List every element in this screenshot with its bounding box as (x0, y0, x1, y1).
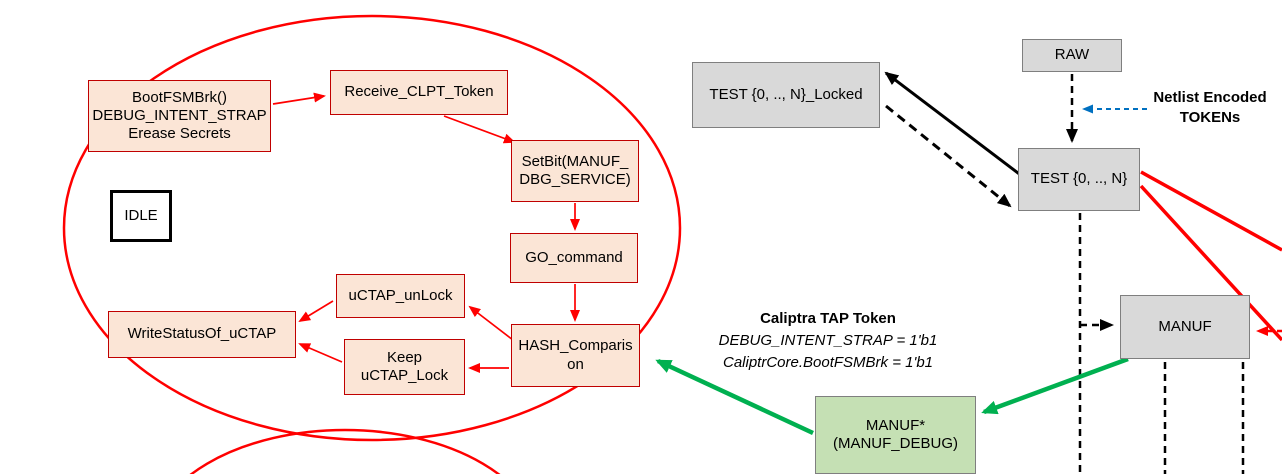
arrow-test-to-testlocked (884, 71, 1023, 178)
arrow-manuf-debug-to-hash (655, 358, 814, 436)
node-idle: IDLE (110, 190, 172, 242)
arrow-unlock-to-writestatus (298, 300, 334, 323)
node-keep-uctap-lock: Keep uCTAP_Lock (344, 339, 465, 395)
node-receive-clpt-token: Receive_CLPT_Token (330, 70, 508, 115)
arrow-keeplock-to-writestatus (298, 343, 343, 363)
arrow-hash-to-uctap-unlock (468, 305, 514, 341)
node-raw: RAW (1022, 39, 1122, 72)
node-uctap-unlock: uCTAP_unLock (336, 274, 465, 318)
node-bootfsmbrk: BootFSMBrk() DEBUG_INTENT_STRAP Erease S… (88, 80, 271, 152)
arrow-testlocked-to-test (885, 104, 1012, 208)
arrow-manuf-to-manuf-debug (981, 356, 1129, 415)
line-test-red-transition-1 (1140, 170, 1282, 252)
netlist-encoded-tokens-label: Netlist Encoded TOKENs (1153, 89, 1267, 127)
red-ellipse-main (62, 14, 682, 442)
node-go-command: GO_command (510, 233, 638, 283)
caliptra-tap-token-title: Caliptra TAP Token (760, 310, 896, 327)
node-setbit-manuf-dbg-service: SetBit(MANUF_ DBG_SERVICE) (511, 140, 639, 202)
node-manuf: MANUF (1120, 295, 1250, 359)
arrow-receive-to-setbit (443, 115, 516, 144)
caliptra-condition-bootfsmbrk: CaliptrCore.BootFSMBrk = 1'b1 (722, 354, 934, 371)
node-test-locked: TEST {0, .., N}_Locked (692, 62, 880, 128)
node-write-status-of-uctap: WriteStatusOf_uCTAP (108, 311, 296, 358)
red-ellipse-bottom (189, 428, 501, 474)
line-test-red-transition-2 (1139, 184, 1282, 342)
arrow-boot-to-receive (272, 92, 326, 105)
node-manuf-debug: MANUF* (MANUF_DEBUG) (815, 396, 976, 474)
caliptra-condition-debug-intent-strap: DEBUG_INTENT_STRAP = 1'b1 (718, 332, 938, 349)
node-hash-comparison: HASH_Comparison (511, 324, 640, 387)
node-test: TEST {0, .., N} (1018, 148, 1140, 211)
